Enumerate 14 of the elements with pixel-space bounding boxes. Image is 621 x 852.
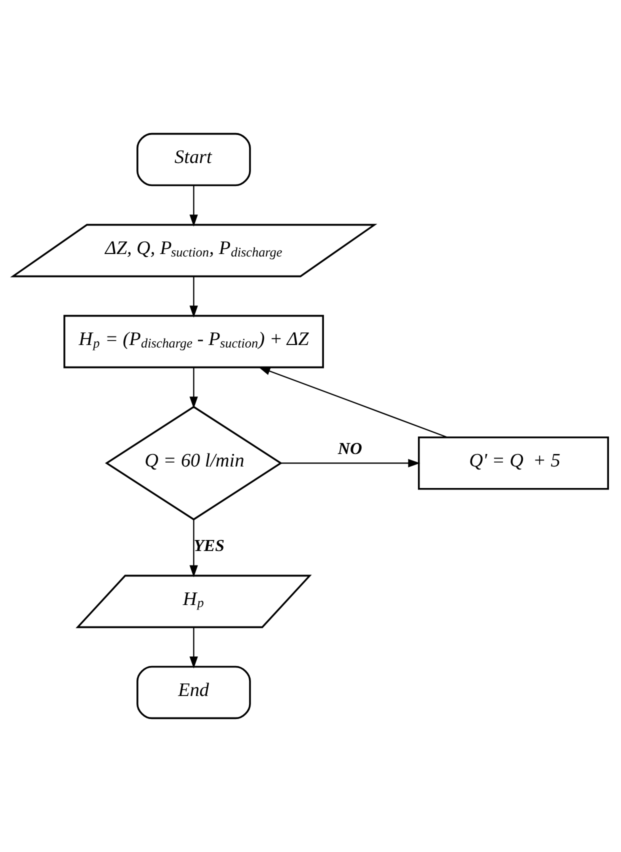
node-diamond: Q = 60 l/min <box>105 406 282 520</box>
arrow <box>190 627 198 669</box>
edge-label: YES <box>194 536 224 555</box>
arrow <box>190 185 198 227</box>
node-box: Hp = (Pdischarge - Psuction) + ΔZ <box>63 314 324 368</box>
arrow <box>190 367 198 409</box>
arrow <box>190 520 198 578</box>
arrow <box>258 366 448 438</box>
arrow <box>190 276 198 318</box>
node-box: End <box>136 666 251 720</box>
arrow <box>281 458 420 468</box>
node-box: Start <box>136 132 251 186</box>
node-box: Q' = Q + 5 <box>418 436 609 490</box>
edge-label: NO <box>338 438 362 458</box>
